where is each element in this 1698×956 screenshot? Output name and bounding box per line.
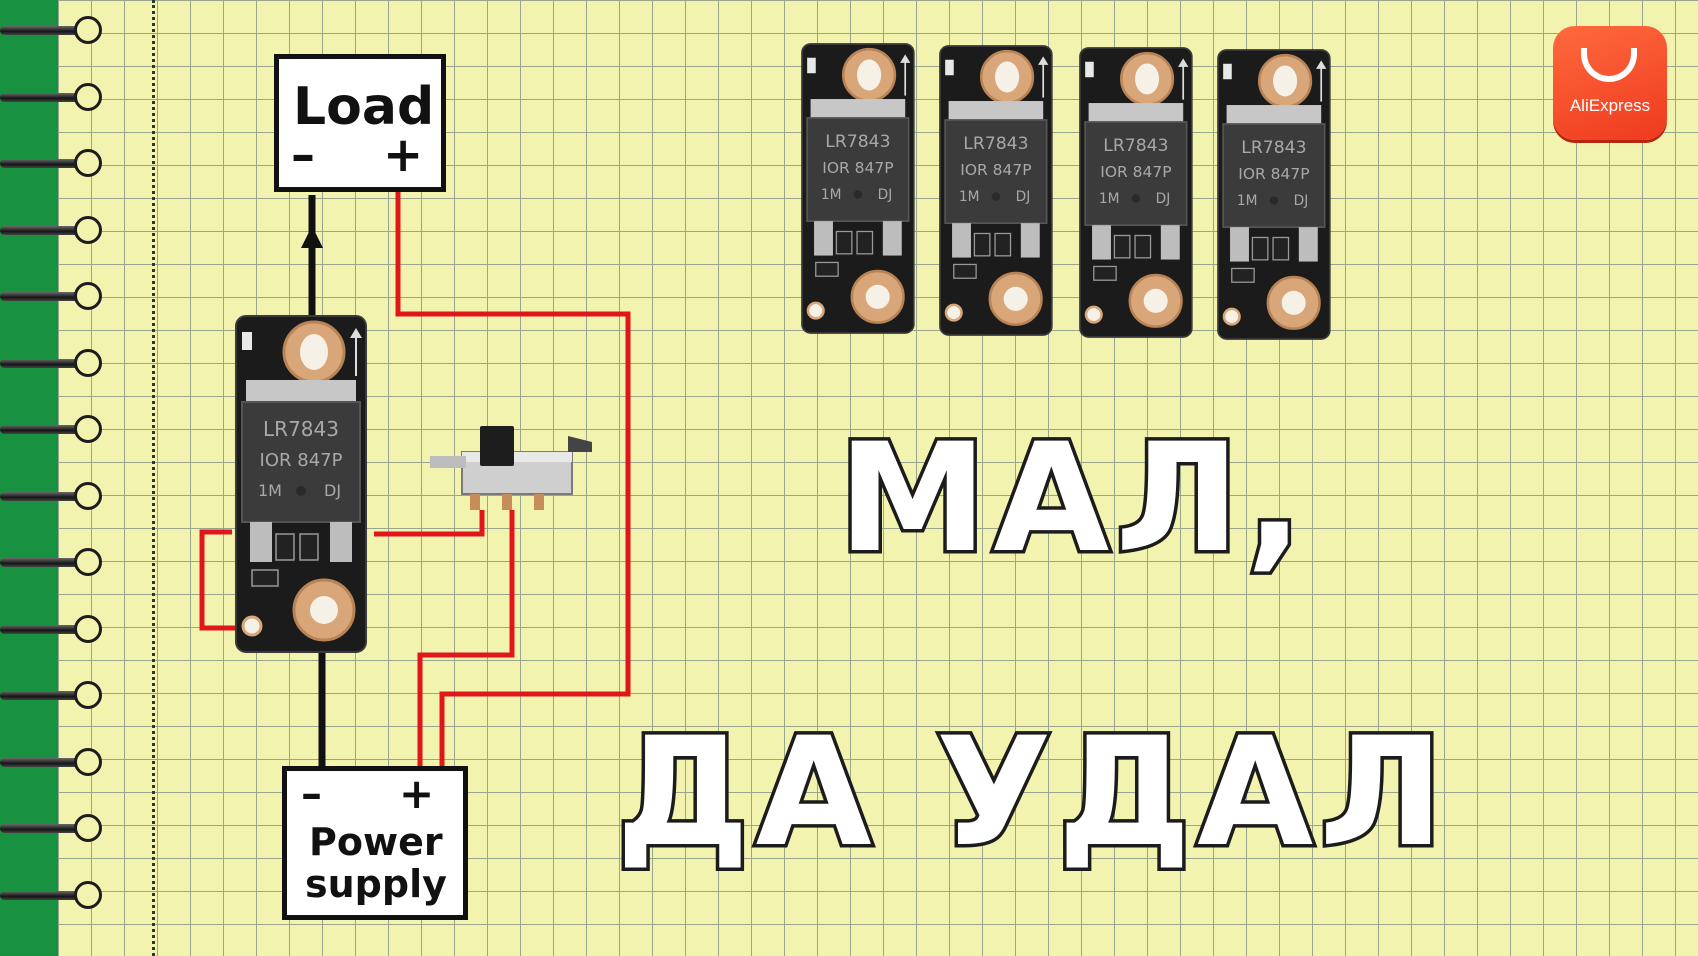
spiral-ring xyxy=(0,746,104,780)
chip-marking: LR7843 xyxy=(825,132,890,152)
chip-marking: 1M xyxy=(959,189,980,205)
spiral-ring xyxy=(0,147,104,181)
spiral-ring xyxy=(0,546,104,580)
spiral-ring xyxy=(0,480,104,514)
chip-marking: IOR 847P xyxy=(822,159,893,177)
supply-minus-sign: – xyxy=(301,769,322,818)
spiral-ring xyxy=(0,413,104,447)
chip-marking: IOR 847P xyxy=(1100,163,1171,181)
supply-label-line1: Power xyxy=(309,820,443,864)
headline-line1: МАЛ, xyxy=(835,412,1309,586)
chip-marking: IOR 847P xyxy=(1238,165,1309,183)
chip-marking: DJ xyxy=(878,187,893,203)
chip-marking: DJ xyxy=(324,481,341,500)
chip-marking: DJ xyxy=(1156,191,1171,207)
spiral-ring xyxy=(0,347,104,381)
chip-marking: 1M xyxy=(821,187,842,203)
power-supply-box: – + Power supply xyxy=(282,766,468,920)
headline-line2: ДА УДАЛ xyxy=(613,706,1450,880)
chip-marking: IOR 847P xyxy=(260,450,343,471)
wire-switch-to-supply xyxy=(417,510,515,772)
spiral-ring xyxy=(0,14,104,48)
load-box: Load – + xyxy=(274,54,446,192)
chip-marking: DJ xyxy=(1016,189,1031,205)
wire-load-plus xyxy=(395,188,631,772)
perforation-line xyxy=(152,0,155,956)
spiral-ring xyxy=(0,81,104,115)
chip-marking: LR7843 xyxy=(963,134,1028,154)
aliexpress-logo-icon: AliExpress xyxy=(1553,26,1667,140)
spiral-ring xyxy=(0,613,104,647)
arrow-up-icon xyxy=(301,226,323,248)
spiral-ring xyxy=(0,214,104,248)
spiral-ring xyxy=(0,280,104,314)
spiral-ring xyxy=(0,679,104,713)
chip-marking: LR7843 xyxy=(1241,138,1306,158)
wire-gate-to-switch xyxy=(374,510,485,537)
load-minus-sign: – xyxy=(291,127,315,183)
bag-smile-icon xyxy=(1581,48,1637,82)
load-label: Load xyxy=(293,77,435,137)
load-plus-sign: + xyxy=(383,127,424,183)
chip-marking: 1M xyxy=(1099,191,1120,207)
chip-marking: DJ xyxy=(1294,193,1309,209)
chip-marking: IOR 847P xyxy=(960,161,1031,179)
spiral-ring xyxy=(0,879,104,913)
wire-gate-resistor-loop xyxy=(199,529,250,631)
chip-marking: LR7843 xyxy=(263,417,339,441)
supply-label-line2: supply xyxy=(305,862,447,906)
supply-plus-sign: + xyxy=(399,769,435,818)
chip-marking: 1M xyxy=(1237,193,1258,209)
slide-switch-icon xyxy=(430,426,592,510)
spiral-ring xyxy=(0,812,104,846)
chip-marking: LR7843 xyxy=(1103,136,1168,156)
chip-marking: 1M xyxy=(258,481,282,500)
aliexpress-label: AliExpress xyxy=(1569,96,1651,115)
